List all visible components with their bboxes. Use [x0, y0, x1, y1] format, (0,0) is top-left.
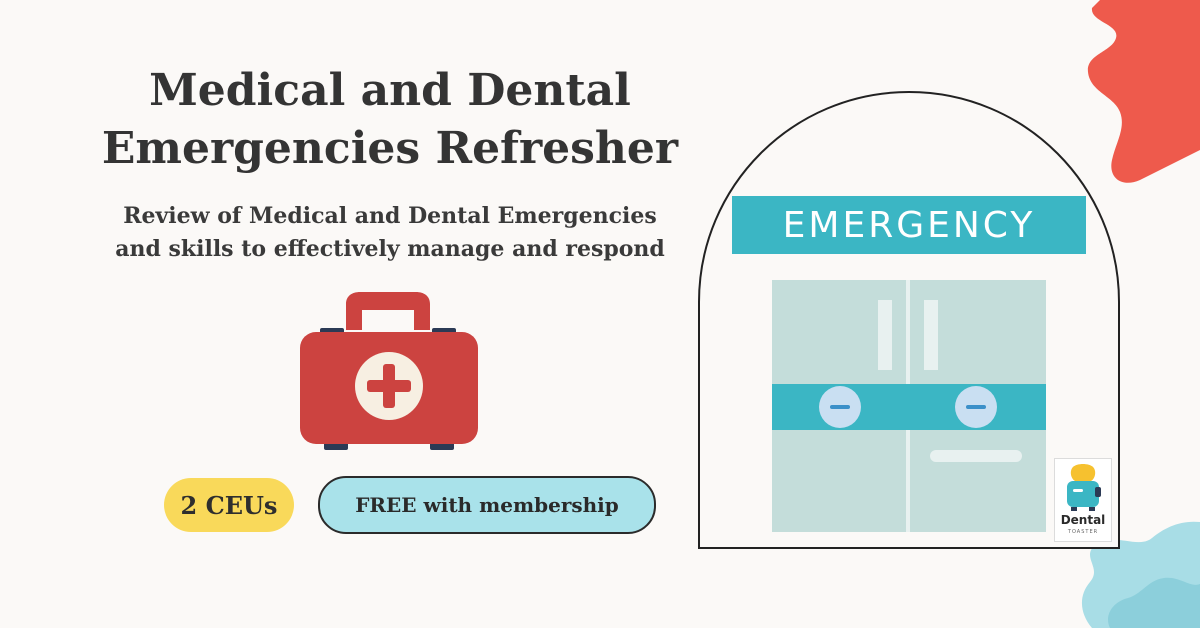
dental-toaster-logo[interactable]: Dental TOASTER — [1054, 458, 1112, 542]
first-aid-kit-icon — [300, 292, 478, 450]
toaster-tooth-icon — [1067, 464, 1101, 511]
page-subtitle: Review of Medical and Dental Emergencies… — [80, 200, 700, 266]
emergency-sign-text: EMERGENCY — [782, 204, 1036, 246]
subtitle-line-1: Review of Medical and Dental Emergencies — [123, 203, 657, 229]
logo-tagline: TOASTER — [1067, 529, 1099, 535]
page-title: Medical and Dental Emergencies Refresher — [60, 62, 720, 178]
logo-name: Dental — [1060, 513, 1106, 527]
decorative-red-blob — [1087, 0, 1200, 183]
membership-button[interactable]: FREE with membership — [318, 476, 656, 534]
title-line-1: Medical and Dental — [149, 65, 631, 116]
emergency-door-icon — [698, 90, 1120, 549]
title-line-2: Emergencies Refresher — [101, 123, 679, 174]
ceu-badge: 2 CEUs — [164, 478, 294, 532]
subtitle-line-2: and skills to effectively manage and res… — [115, 236, 665, 262]
